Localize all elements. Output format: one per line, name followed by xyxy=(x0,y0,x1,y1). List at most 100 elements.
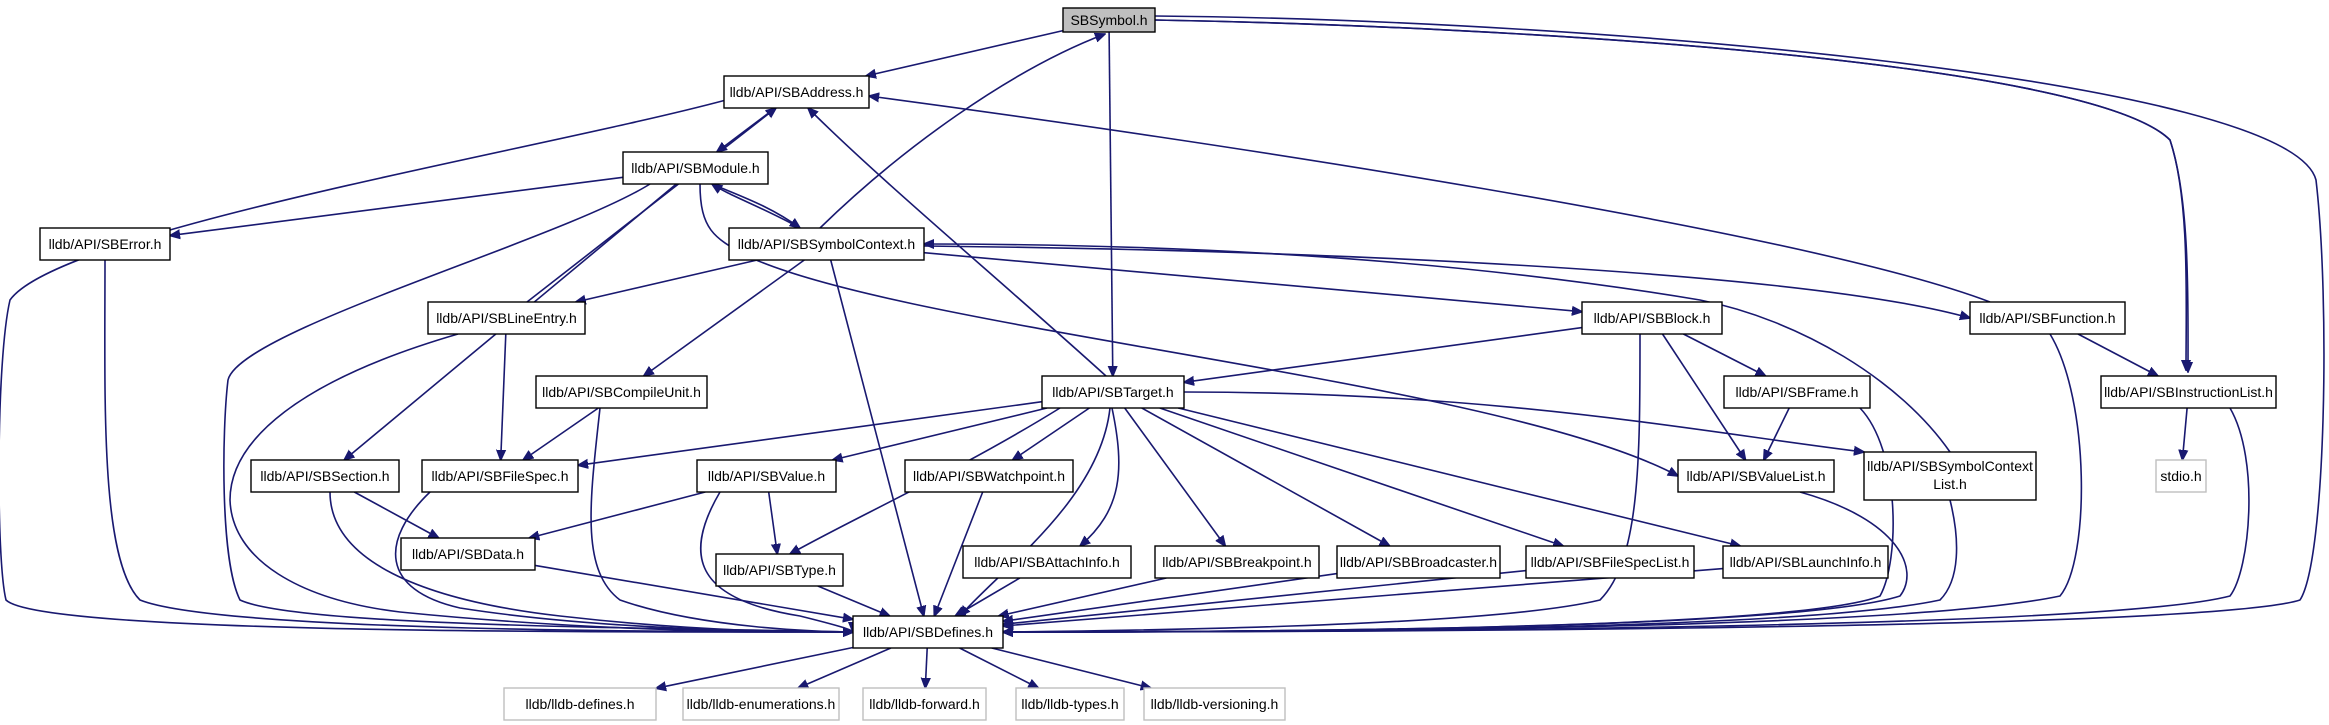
node-box xyxy=(1525,545,1695,579)
node-box xyxy=(862,687,987,721)
node-label: lldb/API/SBBroadcaster.h xyxy=(1340,554,1497,570)
header-node[interactable]: lldb/API/SBDefines.h xyxy=(852,615,1004,649)
include-edge xyxy=(991,647,1151,688)
include-edge xyxy=(1003,572,1338,622)
include-edge xyxy=(712,184,801,229)
node-box xyxy=(682,687,840,721)
node-label: lldb/API/SBType.h xyxy=(723,562,836,578)
node-label: lldb/API/SBWatchpoint.h xyxy=(913,468,1065,484)
include-edge xyxy=(699,491,853,632)
include-edge xyxy=(526,108,776,303)
node-label: lldb/API/SBFrame.h xyxy=(1736,384,1859,400)
header-node[interactable]: lldb/API/SBSymbolContext.h xyxy=(728,227,925,261)
external-header-node: lldb/lldb-versioning.h xyxy=(1143,687,1286,721)
header-node[interactable]: lldb/API/SBWatchpoint.h xyxy=(904,459,1074,493)
node-box xyxy=(1041,375,1185,409)
include-edge xyxy=(1124,407,1226,546)
node-box xyxy=(250,459,400,493)
header-node[interactable]: lldb/API/SBValue.h xyxy=(696,459,837,493)
include-edge xyxy=(1013,407,1090,460)
include-edge xyxy=(170,176,624,235)
node-box xyxy=(622,151,769,185)
header-nodes: SBSymbol.h lldb/API/SBAddress.h lldb/API/S… xyxy=(39,7,2277,721)
node-box xyxy=(427,301,586,335)
node-label: stdio.h xyxy=(2160,468,2201,484)
node-label: lldb/API/SBFunction.h xyxy=(1979,310,2115,326)
node-box xyxy=(400,537,536,571)
header-node[interactable]: lldb/API/SBFunction.h xyxy=(1969,301,2126,335)
header-node[interactable]: lldb/API/SBFrame.h xyxy=(1723,375,1871,409)
node-box xyxy=(421,459,579,493)
include-edge xyxy=(934,491,984,616)
include-edge xyxy=(1003,407,2250,632)
header-node[interactable]: lldb/API/SBModule.h xyxy=(622,151,769,185)
node-box xyxy=(1723,375,1871,409)
focus-header-node[interactable]: SBSymbol.h xyxy=(1062,7,1156,33)
node-label: lldb/lldb-forward.h xyxy=(869,696,980,712)
include-edge xyxy=(1109,31,1113,376)
node-box xyxy=(1154,545,1320,579)
node-label: List.h xyxy=(1933,476,1966,492)
node-label: lldb/lldb-versioning.h xyxy=(1151,696,1279,712)
include-edge xyxy=(808,108,1107,377)
include-edge xyxy=(523,407,599,460)
node-box xyxy=(852,615,1004,649)
include-edge xyxy=(0,99,853,632)
header-node[interactable]: lldb/API/SBBreakpoint.h xyxy=(1154,545,1320,579)
include-edge xyxy=(229,333,853,632)
include-edge xyxy=(955,577,1021,616)
include-edge xyxy=(999,577,1167,616)
header-node[interactable]: lldb/API/SBError.h xyxy=(39,227,171,261)
node-label: lldb/API/SBCompileUnit.h xyxy=(542,384,701,400)
include-edge xyxy=(923,245,1970,318)
external-header-node: lldb/lldb-defines.h xyxy=(503,687,657,721)
node-box xyxy=(728,227,925,261)
header-node[interactable]: lldb/API/SBData.h xyxy=(400,537,536,571)
node-label: lldb/lldb-types.h xyxy=(1021,696,1118,712)
header-node[interactable]: lldb/API/SBBlock.h xyxy=(1581,301,1723,335)
header-node[interactable]: lldb/API/SBSection.h xyxy=(250,459,400,493)
include-edge xyxy=(925,647,927,688)
node-box xyxy=(696,459,837,493)
header-node[interactable]: lldb/API/SBType.h xyxy=(715,553,844,587)
header-node[interactable]: lldb/API/SBTarget.h xyxy=(1041,375,1185,409)
node-label: lldb/API/SBValueList.h xyxy=(1686,468,1825,484)
header-node[interactable]: lldb/API/SBValueList.h xyxy=(1677,459,1835,493)
node-box xyxy=(2155,459,2207,493)
dependency-edges xyxy=(0,15,2325,688)
node-label: SBSymbol.h xyxy=(1070,12,1147,28)
node-label: lldb/API/SBTarget.h xyxy=(1052,384,1173,400)
include-edge xyxy=(1178,407,1740,546)
node-box xyxy=(1722,545,1889,579)
header-node[interactable]: lldb/API/SBInstructionList.h xyxy=(2100,375,2277,409)
include-edge xyxy=(590,407,853,632)
include-edge xyxy=(394,491,853,632)
header-node[interactable]: lldb/API/SBCompileUnit.h xyxy=(535,375,708,409)
node-box xyxy=(723,75,870,109)
include-edge xyxy=(923,251,1582,312)
header-node[interactable]: lldb/API/SBBroadcaster.h xyxy=(1336,545,1501,579)
node-label: lldb/API/SBFileSpecList.h xyxy=(1531,554,1690,570)
header-node[interactable]: lldb/API/SBAttachInfo.h xyxy=(962,545,1132,579)
node-label: lldb/API/SBAddress.h xyxy=(730,84,864,100)
node-box xyxy=(503,687,657,721)
node-box xyxy=(962,545,1132,579)
include-edge xyxy=(960,407,1111,616)
node-label: lldb/API/SBSymbolContext.h xyxy=(738,236,915,252)
include-edge xyxy=(817,585,890,616)
node-label: lldb/API/SBAttachInfo.h xyxy=(974,554,1120,570)
header-node[interactable]: lldb/API/SBAddress.h xyxy=(723,75,870,109)
include-edge xyxy=(924,244,1951,453)
include-edge xyxy=(1683,333,1765,376)
include-edge xyxy=(2182,407,2187,460)
node-box xyxy=(2100,375,2277,409)
header-node[interactable]: lldb/API/SBLineEntry.h xyxy=(427,301,586,335)
include-edge xyxy=(798,647,892,688)
header-node[interactable]: lldb/API/SBLaunchInfo.h xyxy=(1722,545,1889,579)
header-node[interactable]: lldb/API/SBFileSpecList.h xyxy=(1525,545,1695,579)
include-edge xyxy=(1003,333,1641,632)
node-label: lldb/API/SBFileSpec.h xyxy=(432,468,569,484)
header-node[interactable]: lldb/API/SBFileSpec.h xyxy=(421,459,579,493)
node-label: lldb/API/SBModule.h xyxy=(631,160,759,176)
